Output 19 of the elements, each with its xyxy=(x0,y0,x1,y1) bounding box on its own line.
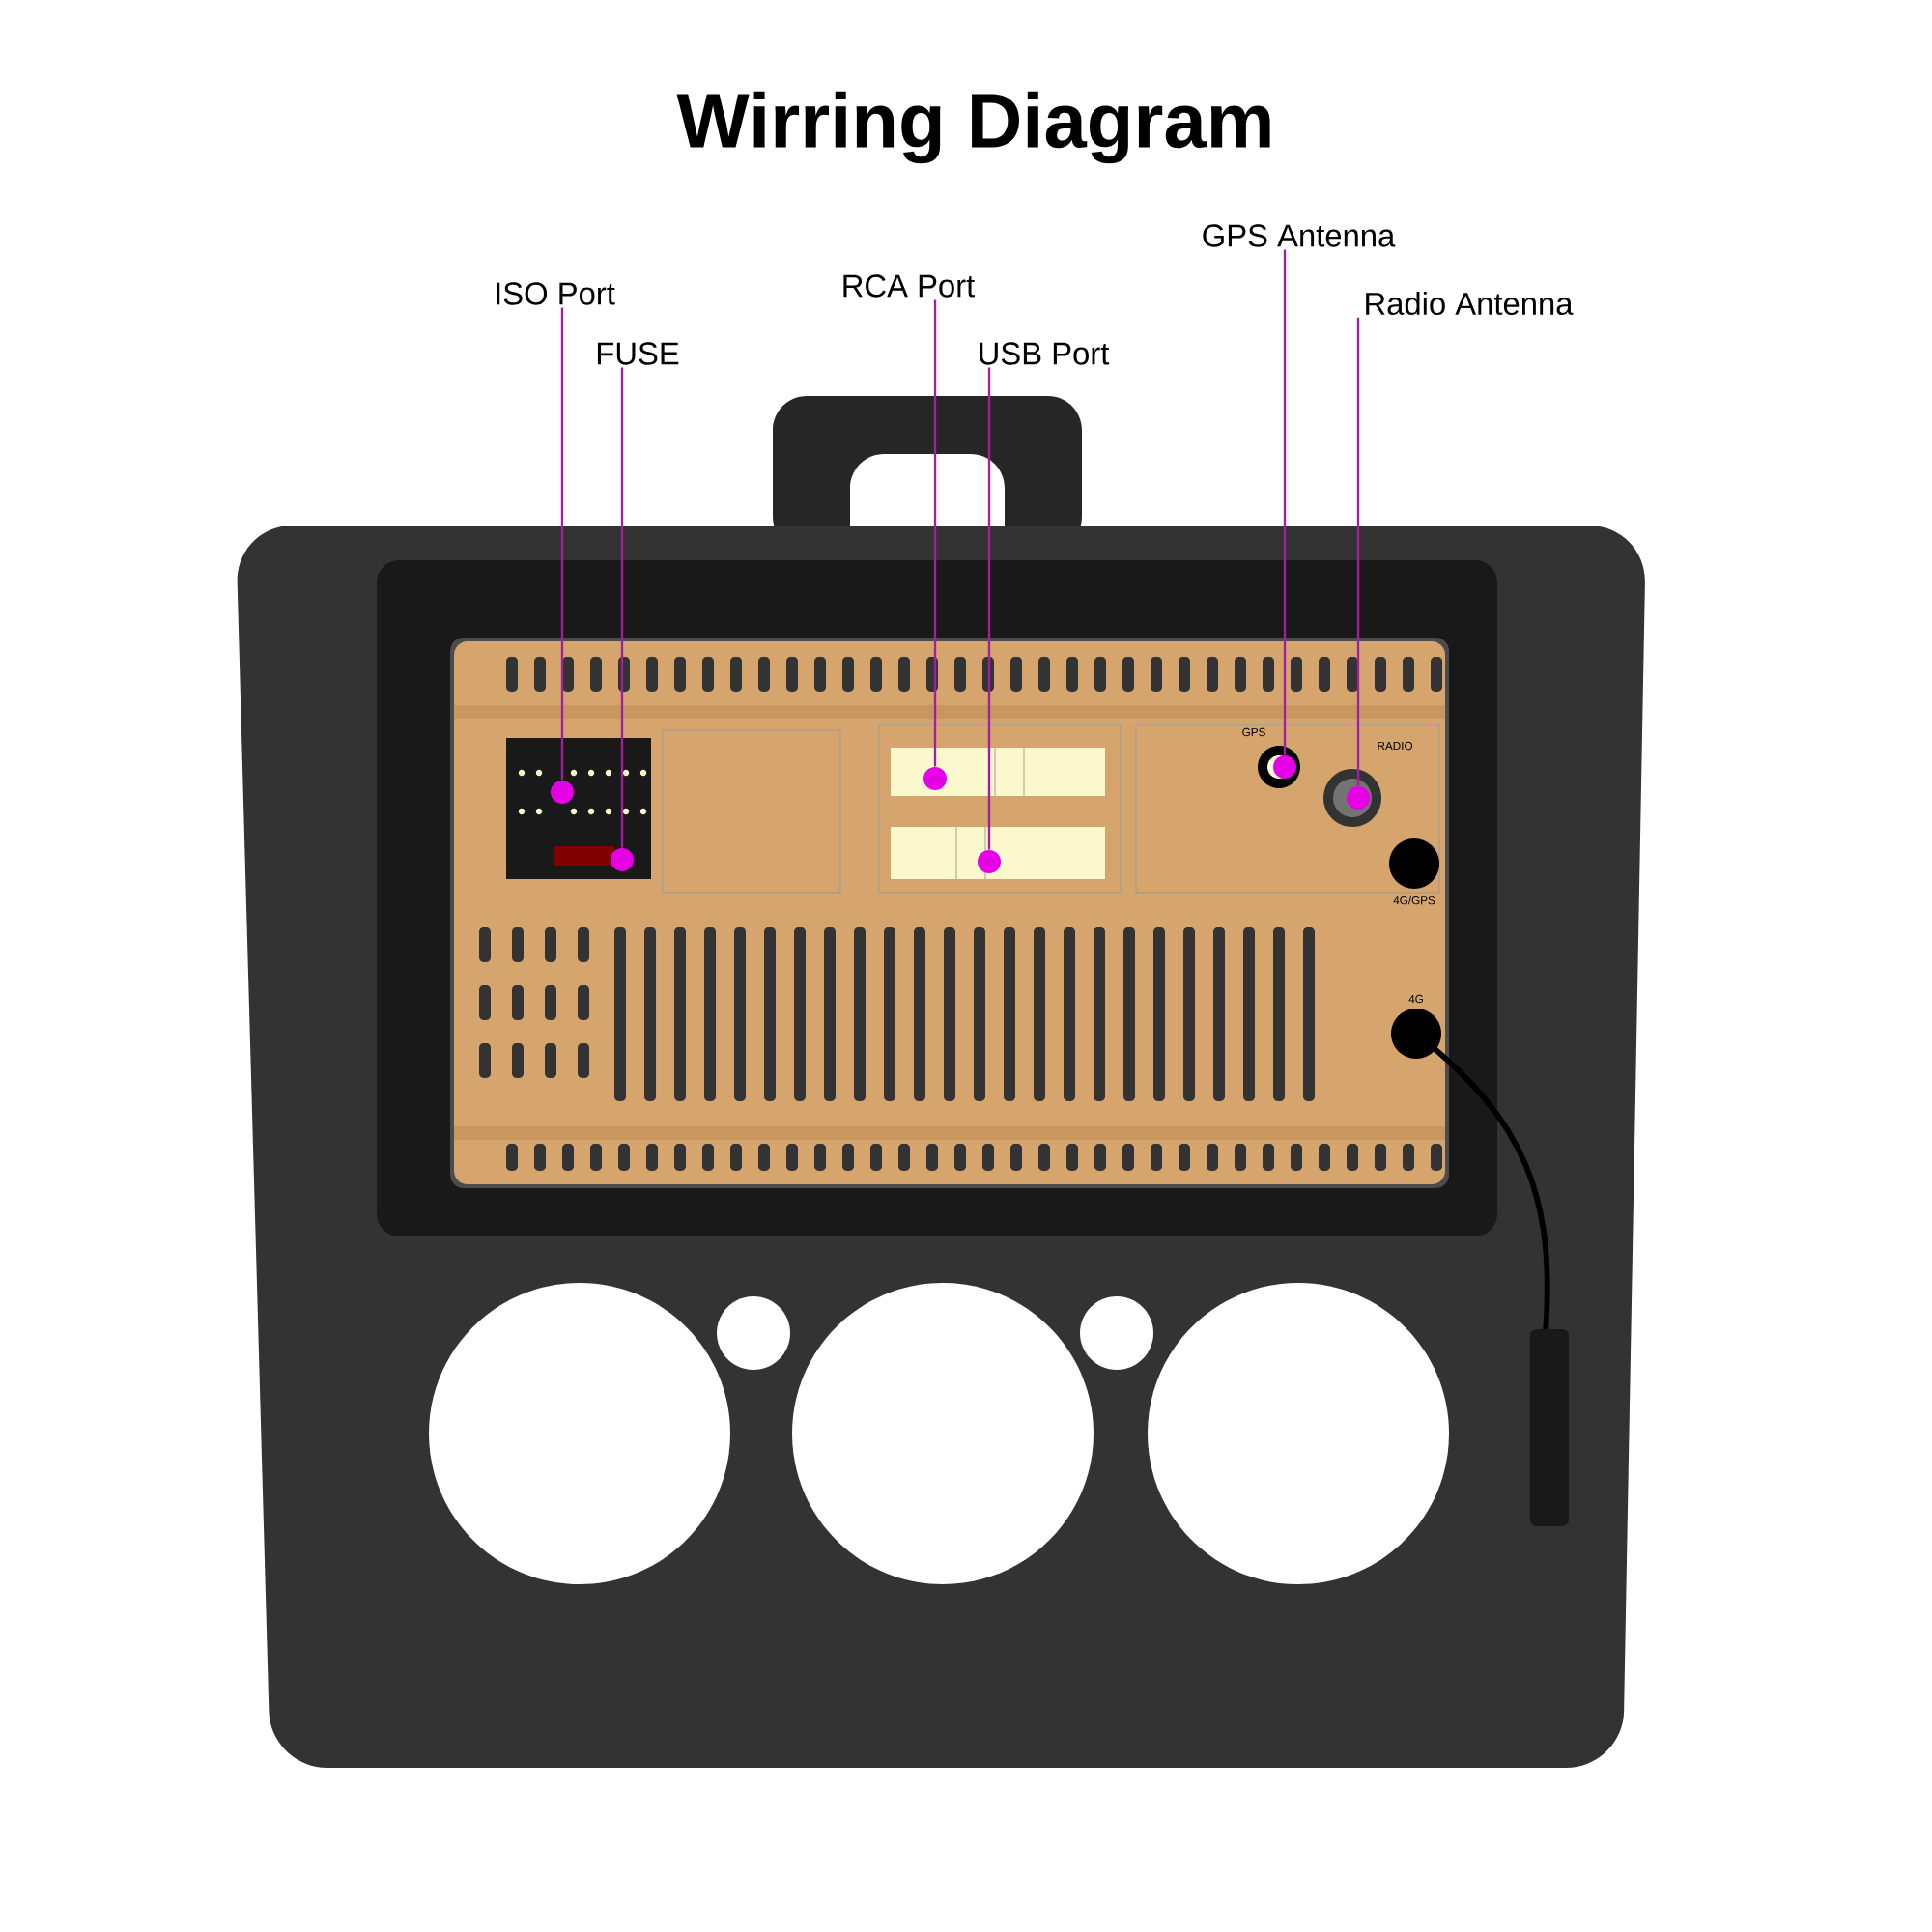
marker-dot xyxy=(551,781,574,804)
leader-line xyxy=(560,307,564,781)
leader-line xyxy=(987,367,991,850)
callout-label: RCA Port xyxy=(843,274,975,298)
leader-line xyxy=(1356,317,1360,786)
marker-dot xyxy=(1347,786,1370,810)
title: Wirring Diagram xyxy=(676,91,1270,164)
callout-label: GPS Antenna xyxy=(1203,224,1396,247)
leader-line xyxy=(620,367,624,848)
callout-label: Radio Antenna xyxy=(1366,291,1574,316)
callout-label: USB Port xyxy=(980,342,1110,365)
marker-dot xyxy=(611,848,634,871)
marker-dot xyxy=(1273,755,1296,779)
marker-dot xyxy=(923,767,947,790)
callout-label: ISO Port xyxy=(497,282,615,305)
leader-line xyxy=(933,299,937,767)
leader-line xyxy=(1283,249,1287,755)
callout-label: FUSE xyxy=(597,342,679,365)
marker-dot xyxy=(978,850,1001,873)
